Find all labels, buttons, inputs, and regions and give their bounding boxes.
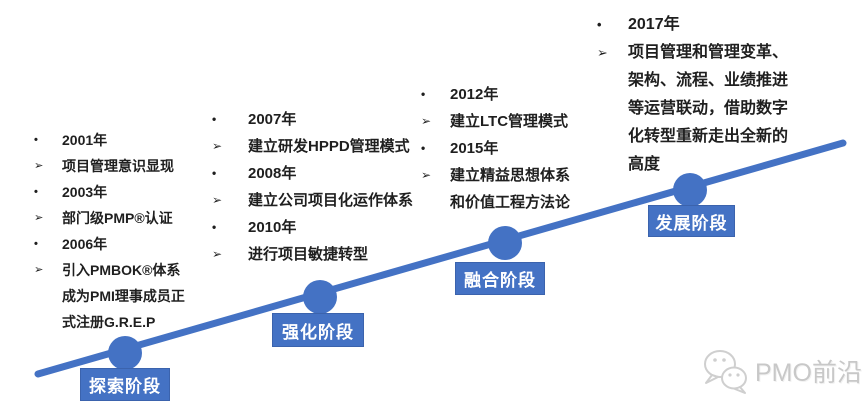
arrow-bullet-icon: ➢	[421, 114, 432, 128]
milestone-item: • 2006年	[34, 231, 192, 257]
arrow-bullet-icon: ➢	[34, 264, 44, 276]
dot-bullet-icon: •	[34, 186, 38, 198]
timeline-node-integrate	[488, 226, 522, 260]
milestone-item: ➢ 项目管理和管理变革、架构、流程、业绩推进等运营联动，借助数字化转型重新走出全…	[597, 39, 792, 179]
milestones-develop: • 2017年 ➢ 项目管理和管理变革、架构、流程、业绩推进等运营联动，借助数字…	[597, 11, 792, 179]
milestone-item: • 2012年	[421, 81, 575, 108]
milestone-text: 部门级PMP®认证	[62, 210, 173, 226]
milestone-text: 建立LTC管理模式	[450, 113, 569, 130]
milestones-strengthen: • 2007年 ➢ 建立研发HPPD管理模式 • 2008年 ➢ 建立公司项目化…	[212, 106, 422, 268]
dot-bullet-icon: •	[34, 134, 38, 146]
dot-bullet-icon: •	[597, 17, 602, 32]
timeline-node-strengthen	[303, 280, 337, 314]
milestone-text: 项目管理意识显现	[62, 158, 174, 174]
brand-logo: PMO前沿	[701, 348, 862, 394]
milestone-item: ➢ 建立公司项目化运作体系	[212, 187, 422, 214]
milestone-text: 建立公司项目化运作体系	[248, 192, 414, 209]
wechat-icon	[704, 350, 747, 394]
arrow-bullet-icon: ➢	[212, 247, 223, 261]
milestone-year: 2017年	[628, 16, 680, 33]
arrow-bullet-icon: ➢	[34, 212, 44, 224]
milestone-text: 建立精益思想体系和价值工程方法论	[450, 167, 571, 211]
milestone-item: • 2017年	[597, 11, 792, 39]
stage-label-strengthen: 强化阶段	[272, 313, 364, 347]
milestones-explore: • 2001年 ➢ 项目管理意识显现 • 2003年 ➢ 部门级PMP®认证 •…	[34, 127, 192, 335]
timeline-line	[34, 139, 847, 378]
milestone-item: • 2007年	[212, 106, 422, 133]
milestone-text: 引入PMBOK®体系成为PMI理事成员正式注册G.R.E.P	[62, 262, 185, 330]
milestones-integrate: • 2012年 ➢ 建立LTC管理模式 • 2015年 ➢ 建立精益思想体系和价…	[421, 81, 575, 216]
dot-bullet-icon: •	[212, 166, 217, 180]
milestone-item: • 2008年	[212, 160, 422, 187]
milestone-text: 项目管理和管理变革、架构、流程、业绩推进等运营联动，借助数字化转型重新走出全新的…	[628, 44, 789, 173]
milestone-item: • 2001年	[34, 127, 192, 153]
milestone-text: 建立研发HPPD管理模式	[248, 138, 410, 155]
dot-bullet-icon: •	[34, 238, 38, 250]
dot-bullet-icon: •	[421, 87, 426, 101]
timeline-node-explore	[108, 336, 142, 370]
arrow-bullet-icon: ➢	[212, 139, 223, 153]
milestone-year: 2008年	[248, 165, 297, 182]
milestone-item: • 2010年	[212, 214, 422, 241]
milestone-item: ➢ 引入PMBOK®体系成为PMI理事成员正式注册G.R.E.P	[34, 257, 192, 335]
milestone-year: 2006年	[62, 236, 108, 252]
arrow-bullet-icon: ➢	[34, 160, 44, 172]
milestone-item: ➢ 建立研发HPPD管理模式	[212, 133, 422, 160]
arrow-bullet-icon: ➢	[421, 168, 432, 182]
arrow-bullet-icon: ➢	[212, 193, 223, 207]
milestone-item: ➢ 部门级PMP®认证	[34, 205, 192, 231]
milestone-item: ➢ 建立LTC管理模式	[421, 108, 575, 135]
stage-label-explore: 探索阶段	[80, 368, 170, 401]
milestone-text: 进行项目敏捷转型	[248, 246, 369, 263]
milestone-year: 2001年	[62, 132, 108, 148]
brand-name: PMO前沿	[755, 359, 862, 387]
milestone-item: ➢ 进行项目敏捷转型	[212, 241, 422, 268]
arrow-bullet-icon: ➢	[597, 45, 608, 60]
milestone-item: ➢ 建立精益思想体系和价值工程方法论	[421, 162, 575, 216]
milestone-item: ➢ 项目管理意识显现	[34, 153, 192, 179]
milestone-year: 2007年	[248, 111, 297, 128]
milestone-item: • 2015年	[421, 135, 575, 162]
stage-label-develop: 发展阶段	[648, 205, 735, 237]
milestone-year: 2012年	[450, 86, 499, 103]
timeline-node-develop	[673, 173, 707, 207]
milestone-year: 2003年	[62, 184, 108, 200]
milestone-year: 2015年	[450, 140, 499, 157]
dot-bullet-icon: •	[212, 112, 217, 126]
milestone-year: 2010年	[248, 219, 297, 236]
milestone-item: • 2003年	[34, 179, 192, 205]
stage-label-integrate: 融合阶段	[455, 262, 545, 295]
dot-bullet-icon: •	[421, 141, 426, 155]
dot-bullet-icon: •	[212, 220, 217, 234]
